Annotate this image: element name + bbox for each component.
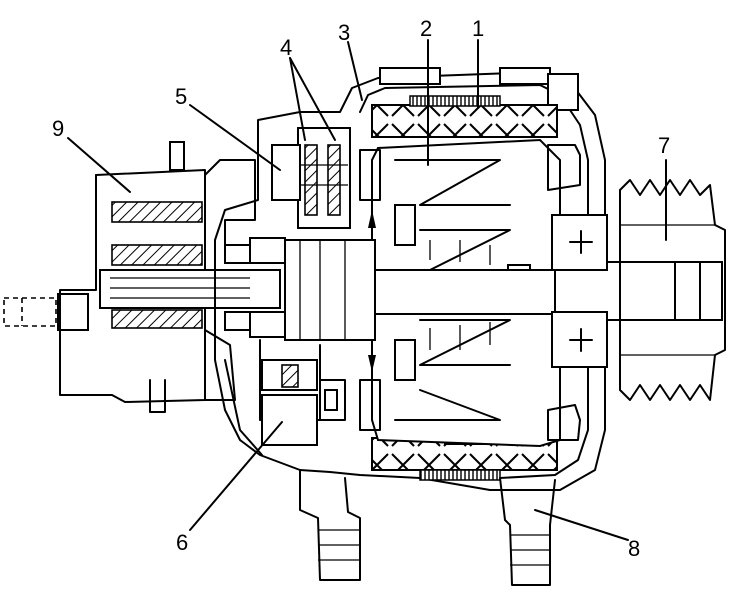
leader-lines [67,39,667,541]
brush-holder [297,127,351,229]
callout-5: 5 [175,84,188,109]
callout-3: 3 [338,20,351,45]
callout-4: 4 [280,35,293,60]
callout-6: 6 [176,530,189,555]
drive-pulley [547,144,726,441]
voltage-regulator [261,359,346,446]
flow-arrows [368,210,376,372]
mounting-bracket [299,469,556,586]
callout-8: 8 [628,536,641,561]
vacuum-pump-assembly [3,141,281,413]
callout-1: 1 [472,16,485,41]
callout-9: 9 [52,116,65,141]
rectifier-plate [271,144,301,201]
rotor-shaft [224,237,723,341]
callout-2: 2 [420,16,433,41]
callout-7: 7 [658,133,671,158]
